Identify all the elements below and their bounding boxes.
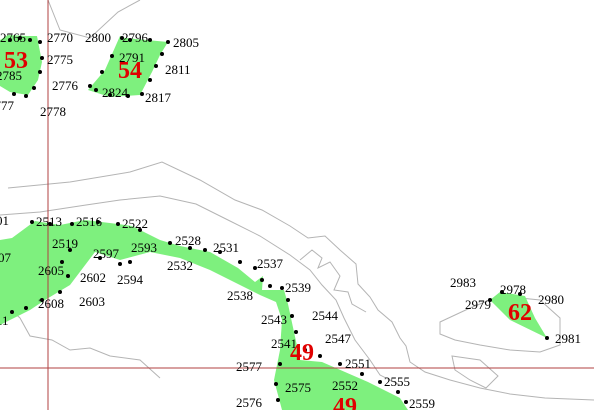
coast-outline-inner — [0, 195, 401, 386]
point-label-2522[interactable]: 2522 — [122, 216, 148, 231]
zone-west-area[interactable] — [0, 220, 408, 410]
zone-boundary-dots — [8, 36, 549, 404]
point-label-2597[interactable]: 2597 — [93, 246, 120, 261]
point-label-2559[interactable]: 2559 — [409, 396, 435, 410]
point-label-2603[interactable]: 2603 — [79, 294, 105, 309]
point-label-2532[interactable]: 2532 — [167, 258, 193, 273]
point-label-2513[interactable]: 2513 — [36, 214, 62, 229]
point-label-2805[interactable]: 2805 — [173, 35, 199, 50]
point-label-2817[interactable]: 2817 — [145, 90, 172, 105]
point-label-01[interactable]: 01 — [0, 213, 9, 228]
river-outline — [299, 249, 367, 313]
point-label-2983[interactable]: 2983 — [450, 275, 476, 290]
coast-outline — [7, 161, 594, 401]
point-label-2785[interactable]: 2785 — [0, 68, 22, 83]
point-label-2538[interactable]: 2538 — [227, 288, 253, 303]
point-label-2811[interactable]: 2811 — [165, 62, 191, 77]
top-outline — [47, 0, 141, 39]
zone-labels: 53 54 49 49 62 — [4, 48, 532, 410]
point-label-2593[interactable]: 2593 — [131, 240, 157, 255]
point-label-2551[interactable]: 2551 — [345, 356, 371, 371]
point-label-2608[interactable]: 2608 — [38, 296, 64, 311]
point-label-2981[interactable]: 2981 — [555, 331, 581, 346]
point-label-2796[interactable]: 2796 — [122, 30, 149, 45]
point-label-2577[interactable]: 2577 — [236, 359, 263, 374]
point-label-2594[interactable]: 2594 — [117, 272, 144, 287]
point-label-2765[interactable]: 2765 — [0, 30, 26, 45]
zone-layer — [0, 35, 547, 410]
point-label-2605[interactable]: 2605 — [38, 263, 64, 278]
point-label-2775[interactable]: 2775 — [47, 52, 73, 67]
point-label-2555[interactable]: 2555 — [384, 374, 410, 389]
point-label-2824[interactable]: 2824 — [102, 85, 129, 100]
point-label-2539[interactable]: 2539 — [285, 280, 311, 295]
point-label-2978[interactable]: 2978 — [500, 282, 526, 297]
zone-label-62[interactable]: 62 — [508, 300, 532, 326]
zone-label-53[interactable]: 53 — [4, 48, 28, 74]
outline-layer — [0, 0, 594, 401]
point-label-2537[interactable]: 2537 — [257, 256, 284, 271]
zone-62-area[interactable] — [490, 292, 547, 338]
point-label-07[interactable]: 07 — [0, 250, 12, 265]
point-label-2602[interactable]: 2602 — [80, 270, 106, 285]
zone-label-49[interactable]: 49 — [290, 340, 314, 366]
point-label-2776[interactable]: 2776 — [52, 78, 79, 93]
point-label-2791[interactable]: 2791 — [119, 50, 145, 65]
point-label-2547[interactable]: 2547 — [325, 331, 352, 346]
point-label-2576[interactable]: 2576 — [236, 395, 263, 410]
zone-53-area[interactable] — [0, 35, 42, 95]
point-label-2531[interactable]: 2531 — [213, 240, 239, 255]
zone-54-area[interactable] — [88, 36, 168, 97]
point-label-2770[interactable]: 2770 — [47, 30, 73, 45]
zone-label-49-lower[interactable]: 49 — [333, 394, 357, 410]
point-label-2575[interactable]: 2575 — [285, 380, 311, 395]
shoal-outline — [0, 299, 161, 379]
point-label-2528[interactable]: 2528 — [175, 233, 201, 248]
point-labels: 2765 2770 2800 2796 2805 2775 2791 2811 … — [0, 30, 581, 410]
point-label-2516[interactable]: 2516 — [76, 214, 103, 229]
point-label-2543[interactable]: 2543 — [261, 312, 287, 327]
point-label-2777[interactable]: 2777 — [0, 98, 15, 113]
point-label-2541[interactable]: 2541 — [271, 336, 297, 351]
point-label-2552[interactable]: 2552 — [332, 378, 358, 393]
point-label-2979[interactable]: 2979 — [465, 297, 491, 312]
point-label-2980[interactable]: 2980 — [538, 292, 564, 307]
islet-outline — [451, 355, 499, 389]
point-label-11[interactable]: 11 — [0, 313, 9, 328]
point-label-2544[interactable]: 2544 — [312, 308, 339, 323]
zone-label-54[interactable]: 54 — [118, 58, 142, 84]
point-label-2800[interactable]: 2800 — [85, 30, 111, 45]
point-label-2519[interactable]: 2519 — [52, 236, 78, 251]
point-label-2778[interactable]: 2778 — [40, 104, 66, 119]
